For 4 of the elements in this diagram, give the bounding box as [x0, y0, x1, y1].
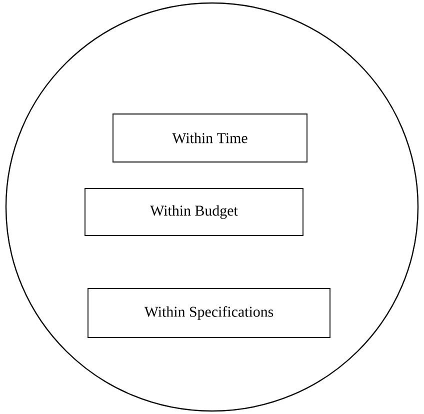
- text-box: Within Budget: [84, 188, 304, 236]
- circle: [5, 2, 419, 412]
- text-box: Within Time: [112, 114, 308, 162]
- text-box: Within Specifications: [88, 288, 330, 338]
